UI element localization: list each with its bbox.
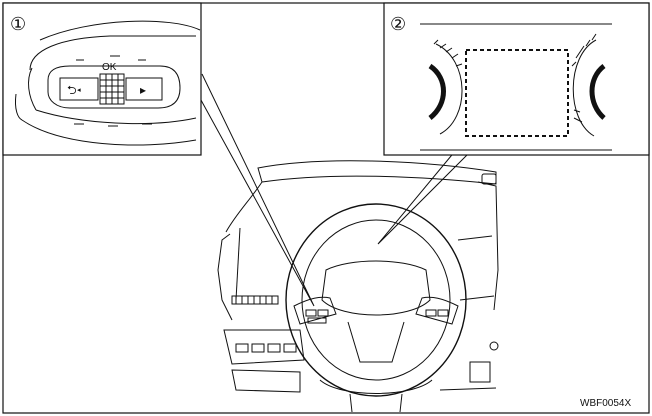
steering-wheel-inner-rim <box>301 219 451 381</box>
callout-2-box <box>383 2 650 156</box>
right-gauge-needle-arc <box>589 64 606 120</box>
dashboard-drawing <box>217 160 499 413</box>
spoke-outer-edge <box>21 119 197 146</box>
forward-button-label: ▸ <box>140 83 146 97</box>
right-dash-knob <box>481 173 497 185</box>
steering-wheel-rim <box>285 203 467 397</box>
figure-code: WBF0054X <box>580 398 631 409</box>
left-spoke <box>293 296 337 325</box>
lower-spoke <box>347 321 405 363</box>
back-button <box>59 77 99 101</box>
callout-2-panel: ② <box>383 2 650 156</box>
lower-left-panel <box>231 369 301 393</box>
spoke-lower-edge <box>35 109 197 125</box>
switch-bezel <box>47 65 181 109</box>
lower-left-console <box>223 329 305 365</box>
callout-2-number: ② <box>390 14 406 34</box>
right-dash-dot <box>489 341 499 351</box>
steering-wheel-hub <box>321 260 431 316</box>
switch-d <box>283 343 297 353</box>
ok-label: OK <box>102 62 117 73</box>
spoke-switch-left-3 <box>307 317 327 324</box>
spoke-switch-left-1 <box>305 309 317 317</box>
left-vent <box>231 295 279 305</box>
ok-scroll-knob <box>99 73 125 105</box>
back-button-label: ⮌◂ <box>67 83 81 97</box>
dash-top-surface <box>257 160 497 185</box>
pointer-to-callout-2 <box>377 149 473 245</box>
switch-b <box>251 343 265 353</box>
information-display-area <box>465 49 569 137</box>
dash-right-edge <box>477 181 499 311</box>
callout-1-panel: ① ⮌◂ <box>2 2 202 156</box>
right-gauge-outer <box>572 39 597 137</box>
spoke-upper-edge <box>29 35 196 71</box>
right-lower-box <box>469 361 491 383</box>
callout-1-number: ① <box>10 14 26 34</box>
pointer-to-callout-1 <box>189 73 315 307</box>
switch-a <box>235 343 249 353</box>
left-gauge-outer <box>435 43 463 135</box>
dash-left-edge <box>225 181 263 233</box>
forward-button <box>125 77 163 101</box>
spoke-switch-right-2 <box>437 309 449 317</box>
dash-left-panel <box>217 233 233 321</box>
steering-column <box>349 393 403 413</box>
pointer-lines <box>189 73 473 307</box>
spoke-switch-left-2 <box>317 309 329 317</box>
right-spoke <box>415 296 459 325</box>
switch-c <box>267 343 281 353</box>
left-gauge-needle-arc <box>428 63 446 120</box>
spoke-switch-right-1 <box>425 309 437 317</box>
dash-left-crease <box>235 227 241 301</box>
spoke-top-outline <box>39 20 201 41</box>
